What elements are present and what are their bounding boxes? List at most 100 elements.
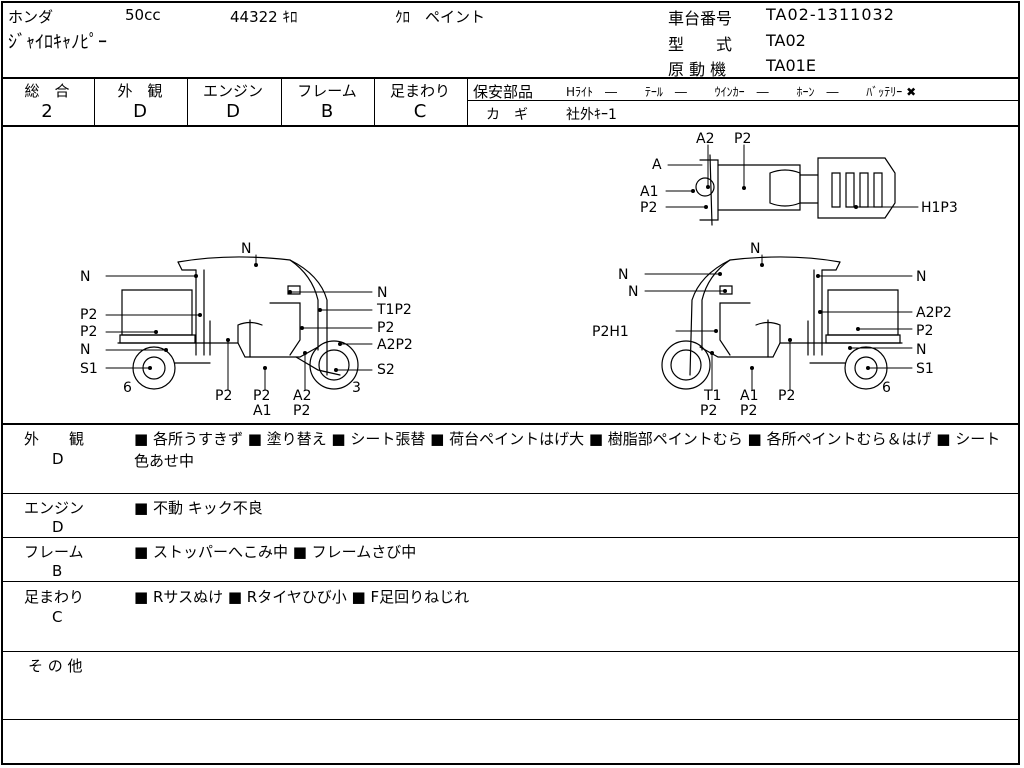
mileage: 44322 ｷﾛ [230,8,298,26]
key-label: カ ギ [486,107,528,123]
model-name: ｼﾞｬｲﾛｷｬﾉﾋﾟｰ [8,32,107,53]
marker [750,366,754,370]
note-label-frame: フレーム [24,543,84,561]
marker [194,274,198,278]
marker [338,342,342,346]
diagram-label: N [241,241,251,257]
color: ｸﾛ ペイント [395,8,486,26]
grade-label-frame: フレーム [297,82,357,100]
diagram-label: S2 [377,362,395,378]
note-label-exterior: 外 観 [24,430,85,448]
grade-top-rule [1,77,1020,79]
marker [818,310,822,314]
diagram-label: P2 [778,388,795,404]
diagram-label: P2 [80,307,97,323]
note-grade-frame: B [52,562,63,580]
diagram-label: P2 [293,403,310,419]
diagram-label: P2 [740,403,757,419]
notes-rule [1,719,1020,720]
left-leaders [105,254,373,391]
left-markers [148,263,342,372]
diagram-label: H1P3 [921,200,958,216]
diagram-label: T1 [703,388,721,404]
diagram-label: A2P2 [377,337,413,353]
grade-value-exterior: D [133,101,147,122]
right-leaders [644,254,913,391]
displacement: 50cc [125,6,161,24]
marker [788,338,792,342]
key-value: 社外ｷｰ1 [566,107,617,123]
top-view-drawing [695,154,896,226]
type-label: 型 式 [668,35,733,54]
type-value: TA02 [766,31,806,50]
right-scooter-drawing [661,256,903,390]
marker [154,330,158,334]
top-markers [691,185,858,209]
diagram-label: S1 [80,361,98,377]
notes-rule [1,537,1020,538]
diagram-label: A2 [696,131,714,147]
marker [704,205,708,209]
marker [303,351,307,355]
diagram-label: N [628,284,638,300]
maker: ホンダ [8,8,54,26]
safety-label: 保安部品 [473,83,534,101]
chassis-label: 車台番号 [668,9,733,28]
marker [866,366,870,370]
left-scooter-drawing [117,256,359,390]
grade-label-exterior: 外 観 [117,82,163,100]
top-leaders [665,144,919,208]
notes-top-rule [1,423,1020,425]
grade-bottom-rule [1,125,1020,127]
diagram-label: 6 [882,380,891,396]
marker [816,274,820,278]
diagram-label: A1 [740,388,758,404]
diagram-label: N [377,285,387,301]
diagram-label: P2 [916,323,933,339]
grade-sep [281,78,282,126]
diagram-label: N [916,342,926,358]
marker [706,185,710,189]
marker [334,368,338,372]
engine-label: 原 動 機 [668,60,727,79]
safety-sep [467,100,1020,101]
marker [710,351,714,355]
diagram-label: N [916,269,926,285]
grade-value-suspension: C [413,101,427,122]
grade-value-engine: D [226,101,240,122]
diagram-label: P2 [80,324,97,340]
grade-value-frame: B [320,101,334,122]
marker [263,366,267,370]
diagram-label: S1 [916,361,934,377]
grade-label-suspension: 足まわり [389,82,450,100]
marker [254,263,258,267]
marker [164,348,168,352]
engine-value: TA01E [766,56,816,75]
chassis-value: TA02-1311032 [766,5,895,24]
diagram-label: P2 [700,403,717,419]
marker [288,290,292,294]
diagram-label: N [618,267,628,283]
note-grade-suspension: C [52,608,63,626]
diagram-label: A [652,157,662,173]
marker [854,205,858,209]
note-grade-engine: D [52,518,64,536]
diagram-label: A1 [253,403,271,419]
diagram-label: N [80,269,90,285]
marker [198,313,202,317]
diagram-label: P2 [253,388,270,404]
marker [760,263,764,267]
diagram-label: P2 [377,320,394,336]
marker [148,366,152,370]
grade-label-engine: エンジン [202,82,263,100]
marker [300,326,304,330]
right-markers [710,263,870,370]
marker [856,327,860,331]
diagram-label: P2 [734,131,751,147]
note-label-suspension: 足まわり [24,588,85,606]
notes-rule [1,651,1020,652]
marker [318,308,322,312]
diagram-label: N [80,342,90,358]
marker [226,338,230,342]
note-text-engine: ■ 不動 キック不良 [134,499,263,517]
